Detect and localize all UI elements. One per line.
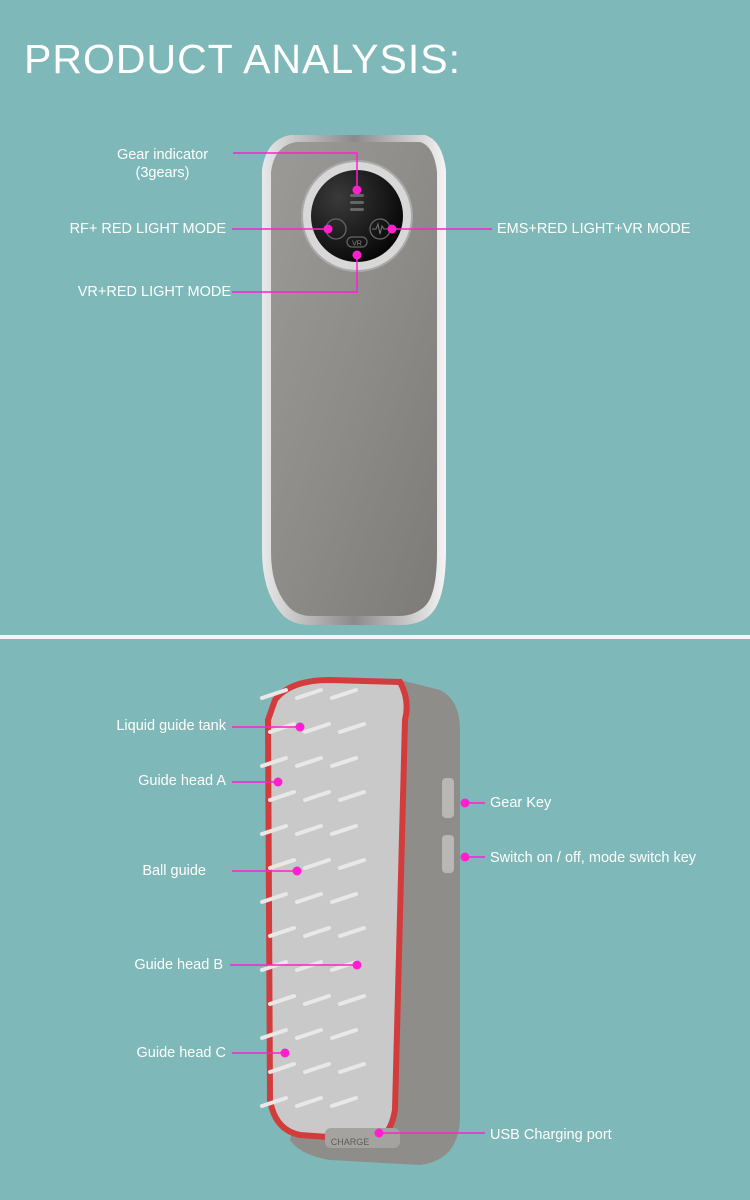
brush-pin xyxy=(330,1096,358,1108)
brush-pin xyxy=(295,892,323,904)
callout-vr-red-light-mode: VR+RED LIGHT MODE xyxy=(77,284,231,300)
brush-pin xyxy=(303,858,331,870)
brush-pin xyxy=(260,756,288,768)
callout-switch-key: Switch on / off, mode switch key xyxy=(490,850,697,866)
brush-pin xyxy=(268,858,296,870)
brush-pin xyxy=(268,926,296,938)
brush-pin xyxy=(338,790,366,802)
brush-pin xyxy=(295,960,323,972)
page-title: PRODUCT ANALYSIS: xyxy=(24,36,461,82)
brush-pin xyxy=(295,1028,323,1040)
vr-icon xyxy=(346,236,368,248)
brush-pin xyxy=(303,1062,331,1074)
callout-guide-head-a: Guide head A xyxy=(138,773,226,789)
brush-pin xyxy=(338,926,366,938)
brush-pin xyxy=(330,688,358,700)
brush-pin xyxy=(338,994,366,1006)
callout-gear-indicator: Gear indicator (3gears) xyxy=(100,146,225,182)
callout-dots xyxy=(273,185,470,1138)
front-device: VR xyxy=(262,135,446,625)
switch-key-button xyxy=(442,835,454,873)
vr-button-text: VR xyxy=(352,241,362,248)
brush-pin xyxy=(295,688,323,700)
callout-sublabel: (3gears) xyxy=(135,165,190,181)
callout-lines xyxy=(230,152,492,1134)
brush-pin xyxy=(260,1028,288,1040)
brush-pin xyxy=(338,858,366,870)
brush-pin xyxy=(303,722,331,734)
brush-pin xyxy=(303,926,331,938)
brush-pin xyxy=(268,722,296,734)
usb-port-text: CHARGE xyxy=(331,1137,370,1147)
brush-pin xyxy=(330,824,358,836)
brush-pin xyxy=(260,960,288,972)
brush-pin xyxy=(338,1062,366,1074)
callout-liquid-guide-tank: Liquid guide tank xyxy=(116,718,226,734)
brush-pin xyxy=(260,1096,288,1108)
brush-pin xyxy=(295,1096,323,1108)
brush-pin xyxy=(303,994,331,1006)
brush-pin xyxy=(330,756,358,768)
callout-rf-red-light-mode: RF+ RED LIGHT MODE xyxy=(69,221,226,237)
brush-pin xyxy=(303,790,331,802)
gear-key-button xyxy=(442,778,454,818)
brush-pin xyxy=(330,960,358,972)
callout-ems-red-light-vr-mode: EMS+RED LIGHT+VR MODE xyxy=(497,221,691,237)
brush-pin xyxy=(260,824,288,836)
section-divider xyxy=(0,635,750,639)
side-device: CHARGE xyxy=(260,676,460,1165)
brush-pin xyxy=(338,722,366,734)
callout-guide-head-c: Guide head C xyxy=(136,1045,226,1061)
brush-pin xyxy=(295,824,323,836)
callout-ball-guide: Ball guide xyxy=(142,863,206,879)
callout-usb-port: USB Charging port xyxy=(490,1127,612,1143)
brush-pin xyxy=(260,688,288,700)
brush-pin xyxy=(268,994,296,1006)
brush-pin xyxy=(260,892,288,904)
brush-pin xyxy=(330,892,358,904)
brush-pin xyxy=(330,1028,358,1040)
callout-guide-head-b: Guide head B xyxy=(134,957,223,973)
brush-pin xyxy=(268,1062,296,1074)
callout-label: Gear indicator xyxy=(116,147,209,163)
brush-pin xyxy=(295,756,323,768)
brush-pin xyxy=(268,790,296,802)
callout-gear-key: Gear Key xyxy=(490,795,552,811)
